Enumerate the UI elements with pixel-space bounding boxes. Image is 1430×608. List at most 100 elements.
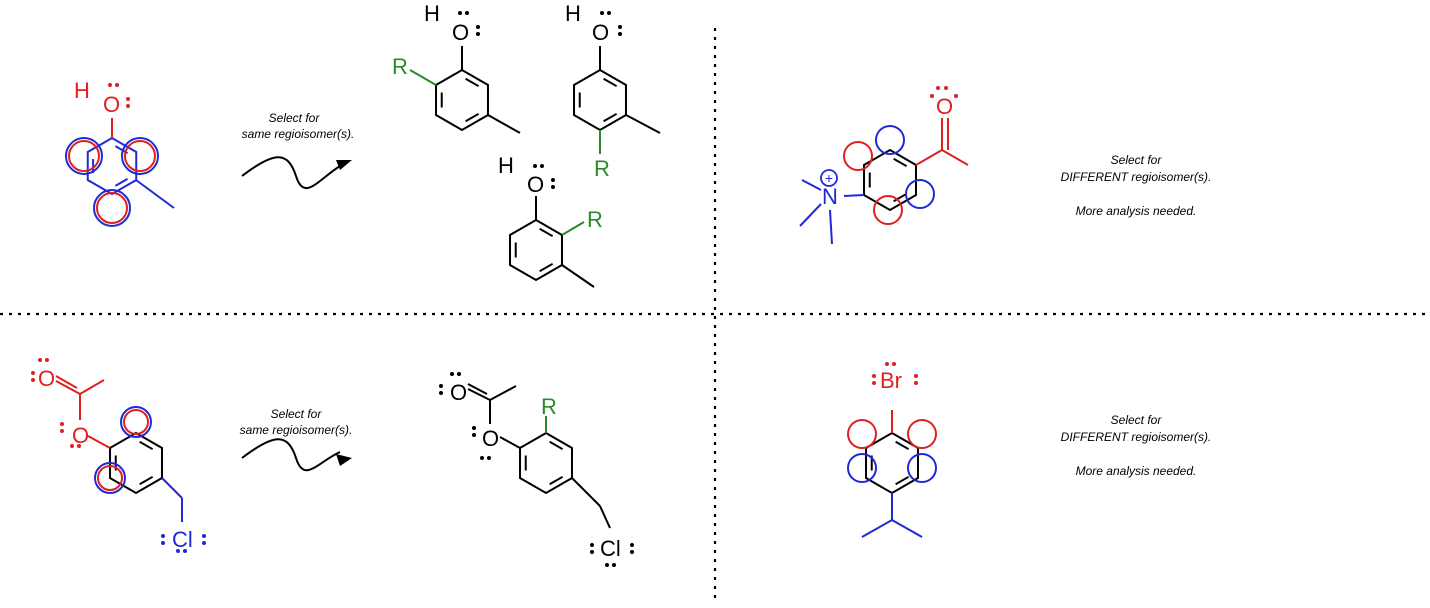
bl-substrate-chlorine: Cl — [172, 527, 193, 552]
bl-wavy-arrow-icon — [241, 438, 341, 472]
benzene-ring — [573, 68, 627, 132]
tl-product-b-hydrogen: H — [565, 1, 581, 26]
tl-product-a-r-group: R — [392, 54, 408, 79]
tl-product-a-oxygen: O — [452, 20, 469, 45]
bl-substrate: O O Cl — [31, 358, 206, 553]
tr-site-highlight-blue-lower — [905, 179, 935, 209]
bl-product-cl-lone-pair-icon — [590, 543, 634, 567]
tr-substrate-acetyl-methyl-bond — [941, 149, 969, 166]
bl-product-carbonyl-double-bond-2 — [467, 383, 488, 395]
bl-ortho-site-highlight-red-lower — [97, 465, 123, 491]
ring-double-bond — [549, 440, 564, 451]
benzene-ring — [435, 68, 489, 132]
benzene-ring — [509, 218, 563, 282]
bl-substrate-carbonyl-lone-pair-icon — [31, 358, 49, 382]
ring-double-bond — [114, 178, 129, 187]
tl-product-c-oxygen: O — [527, 172, 544, 197]
tl-product-c: H O R — [498, 153, 603, 288]
tl-product-a-lone-pair-icon — [458, 11, 480, 36]
ring-double-bond — [139, 440, 154, 451]
bl-arrowhead-icon — [336, 454, 352, 466]
bl-product-acyl-methyl-bond — [489, 385, 517, 401]
ring-double-bond — [893, 157, 908, 168]
tr-caption-line2: DIFFERENT regioisomer(s). — [1061, 170, 1212, 184]
tl-ortho-site-highlight-red — [68, 140, 100, 172]
tl-substrate-lone-pair-icon — [108, 83, 130, 108]
tl-product-a-c-r-bond — [409, 69, 437, 86]
bl-product-ch2-cl-bond — [599, 505, 611, 529]
benzene-ring — [109, 431, 163, 495]
ring-double-bond — [539, 262, 554, 273]
tl-ortho2-site-highlight-blue — [121, 137, 159, 175]
tr-substrate-lone-pair-icon — [930, 86, 958, 98]
ring-double-bond — [603, 77, 618, 88]
tl-caption-line1: Select for — [269, 111, 321, 125]
bl-ortho-site-highlight-red-upper — [123, 409, 149, 435]
tl-product-b: H O R — [565, 1, 661, 181]
bl-product: O O R Cl — [439, 372, 634, 567]
tl-ortho-site-highlight-blue — [65, 137, 103, 175]
tr-substrate-n-methyl-2 — [799, 203, 822, 227]
bl-product-r-group: R — [541, 394, 557, 419]
tl-product-a-methyl-bond — [487, 114, 521, 134]
br-substrate-bromine: Br — [880, 368, 902, 393]
tr-substrate-nitrogen: N — [822, 184, 838, 209]
tl-product-c-hydrogen: H — [498, 153, 514, 178]
tl-product-a-hydrogen: H — [424, 1, 440, 26]
bl-product-c-o-bond — [499, 436, 521, 449]
benzene-ring — [863, 148, 917, 212]
bl-substrate-cl-lone-pair-icon — [161, 534, 206, 553]
bl-caption-line2: same regioisomer(s). — [240, 423, 353, 437]
br-ortho-site-highlight-red-left — [847, 419, 877, 449]
tl-product-a: H O R — [392, 1, 521, 134]
tr-substrate-c-carbonyl-bond — [915, 149, 943, 166]
bl-caption-line1: Select for — [271, 407, 323, 421]
br-substrate-br-lone-pair-icon — [872, 362, 918, 385]
br-substrate-isopropyl-methyl-2 — [891, 519, 923, 538]
br-substrate-isopropyl-methyl-1 — [861, 519, 893, 538]
ring-double-bond — [465, 112, 480, 123]
tr-substrate-charge-plus-circle-icon — [820, 169, 838, 187]
bl-product-chlorine: Cl — [600, 536, 621, 561]
bl-substrate-carbonyl-double-bond — [55, 380, 81, 395]
ring-double-bond — [549, 475, 564, 486]
tl-ortho2-site-highlight-red — [124, 140, 156, 172]
tl-para-site-highlight-blue — [93, 189, 131, 227]
tl-substrate-hydrogen: H — [74, 78, 90, 103]
tl-wavy-arrow-icon — [241, 156, 341, 190]
tr-substrate: O N + — [799, 86, 969, 245]
br-meta-site-highlight-blue-right — [907, 453, 937, 483]
bl-substrate-carbonyl-double-bond-2 — [55, 375, 78, 389]
bl-substrate-ester-lone-pair-icon — [60, 422, 81, 448]
br-meta-site-highlight-blue-left — [847, 453, 877, 483]
tr-site-highlight-red-upper — [843, 141, 873, 171]
tr-site-highlight-red-lower — [873, 195, 903, 225]
benzene-ring — [519, 431, 573, 495]
tl-product-c-r-group: R — [587, 207, 603, 232]
bl-product-carbonyl-lone-pair-icon — [439, 372, 461, 395]
tr-substrate-n-methyl-3 — [829, 209, 833, 245]
ring-double-bond — [465, 77, 480, 88]
ring-double-bond — [895, 475, 910, 486]
ring-double-bond — [893, 192, 908, 203]
br-ortho-site-highlight-red-right — [907, 419, 937, 449]
tl-substrate-methyl-bond — [135, 179, 175, 209]
tl-product-c-methyl-bond — [561, 264, 595, 288]
tl-substrate-oxygen: O — [103, 92, 120, 117]
br-caption-line2: DIFFERENT regioisomer(s). — [1061, 430, 1212, 444]
tr-site-highlight-blue-upper — [875, 125, 905, 155]
bl-product-carbonyl-oxygen: O — [450, 380, 467, 405]
tl-product-b-r-group: R — [594, 156, 610, 181]
tr-substrate-oxygen: O — [936, 94, 953, 119]
bl-product-benzyl-bond — [571, 477, 601, 507]
bl-substrate-acyl-methyl-bond — [79, 379, 105, 395]
tl-substrate: H O — [65, 78, 175, 227]
ring-double-bond — [539, 227, 554, 238]
tl-caption-line2: same regioisomer(s). — [242, 127, 355, 141]
br-caption-line3: More analysis needed. — [1076, 464, 1197, 478]
bl-product-ester-oxygen: O — [482, 426, 499, 451]
bl-substrate-ester-oxygen: O — [72, 423, 89, 448]
bl-ortho-site-highlight-blue-lower — [94, 462, 126, 494]
tr-substrate-c-n-bond — [843, 194, 865, 197]
